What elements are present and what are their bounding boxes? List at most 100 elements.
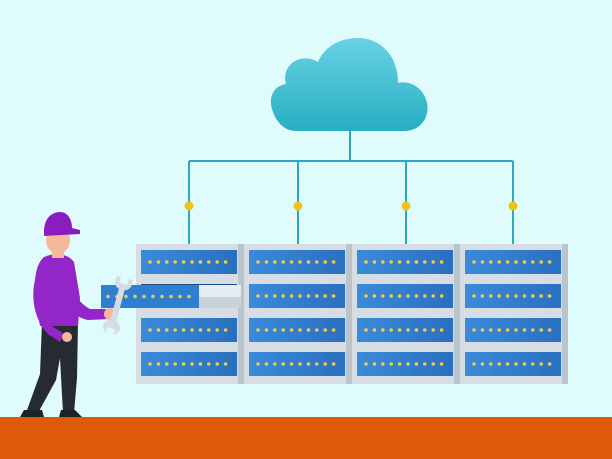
server-led: [547, 294, 552, 298]
cloud-icon: [270, 38, 428, 131]
server-led: [190, 260, 194, 264]
server-led: [315, 294, 319, 298]
server-rack-icon: [136, 244, 244, 384]
connector-dot: [508, 201, 518, 211]
server-led: [315, 328, 319, 332]
server-led: [389, 362, 394, 366]
server-led: [547, 260, 552, 264]
server-led: [522, 328, 527, 332]
server-led: [256, 260, 260, 264]
server-led: [273, 362, 277, 366]
server-led: [187, 294, 191, 299]
server-led: [315, 362, 319, 366]
server-led: [223, 260, 228, 264]
server-led: [207, 328, 211, 332]
server-led: [505, 260, 510, 264]
server-led: [406, 362, 410, 366]
server-led: [215, 328, 219, 332]
server-led: [165, 328, 169, 332]
rack-side-shade: [562, 244, 568, 384]
server-led: [472, 328, 476, 332]
technician-figure: [20, 212, 116, 417]
server-led: [423, 328, 427, 332]
server-led: [522, 260, 527, 264]
server-led: [181, 362, 186, 366]
server-unit: [465, 250, 561, 274]
server-led: [372, 260, 377, 264]
server-led: [298, 260, 302, 264]
server-led: [514, 294, 518, 298]
server-led: [389, 294, 394, 298]
server-led: [364, 294, 368, 298]
server-led: [198, 260, 203, 264]
server-led: [381, 328, 385, 332]
server-led: [397, 362, 402, 366]
technician-hand-back: [62, 332, 72, 342]
server-led: [190, 362, 194, 366]
server-led: [406, 328, 410, 332]
server-led: [497, 294, 502, 298]
server-led: [397, 328, 402, 332]
server-led: [539, 328, 543, 332]
rack-side-shade: [454, 244, 460, 384]
server-led: [160, 294, 164, 299]
server-unit: [249, 318, 345, 342]
server-led: [289, 294, 294, 298]
server-led: [298, 362, 302, 366]
server-led: [306, 260, 311, 264]
server-led: [372, 328, 377, 332]
server-led: [151, 294, 155, 299]
server-led: [539, 260, 543, 264]
server-led: [223, 328, 228, 332]
server-led: [539, 362, 543, 366]
server-led: [289, 328, 294, 332]
server-unit: [357, 284, 453, 308]
server-led: [406, 294, 410, 298]
server-led: [306, 362, 311, 366]
server-led: [505, 328, 510, 332]
server-led: [156, 362, 161, 366]
server-unit: [357, 250, 453, 274]
rack-side-shade: [346, 244, 352, 384]
server-led: [273, 260, 277, 264]
server-led: [423, 294, 427, 298]
server-led: [381, 260, 385, 264]
server-led: [372, 362, 377, 366]
server-led: [148, 328, 152, 332]
server-unit: [141, 352, 237, 376]
server-led: [414, 362, 419, 366]
server-led: [364, 328, 368, 332]
server-led: [514, 328, 518, 332]
server-led: [165, 260, 169, 264]
shoe-left: [20, 410, 44, 417]
server-unit: [141, 318, 237, 342]
server-led: [522, 362, 527, 366]
server-led: [148, 260, 152, 264]
server-led: [323, 294, 328, 298]
server-led: [439, 294, 444, 298]
technician-arm: [58, 280, 110, 320]
server-led: [439, 328, 444, 332]
server-led: [439, 260, 444, 264]
connector-dot: [293, 201, 303, 211]
server-led: [133, 294, 137, 299]
server-unit: [465, 284, 561, 308]
server-led: [431, 328, 436, 332]
server-led: [156, 328, 161, 332]
server-led: [431, 362, 436, 366]
server-led: [397, 294, 402, 298]
server-led: [198, 328, 203, 332]
server-unit: [249, 284, 345, 308]
server-led: [547, 328, 552, 332]
server-led: [207, 260, 211, 264]
server-unit: [465, 318, 561, 342]
server-rack-icon: [244, 244, 352, 384]
server-led: [178, 294, 182, 299]
server-led: [423, 260, 427, 264]
server-led: [142, 294, 146, 299]
server-led: [169, 294, 173, 299]
server-unit: [357, 318, 453, 342]
server-led: [514, 260, 518, 264]
server-led: [181, 260, 186, 264]
